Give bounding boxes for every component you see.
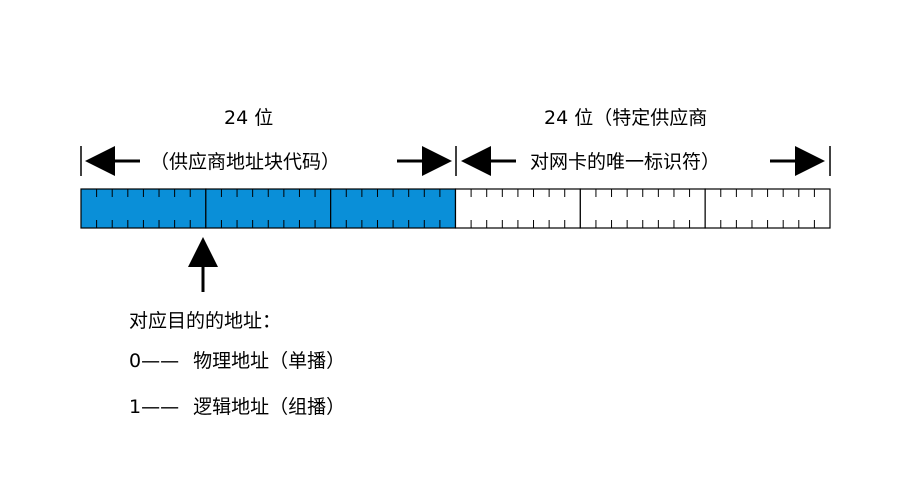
legend-item-multicast: 1—— 逻辑地址（组播） [129, 398, 345, 417]
address-bit-bar [80, 188, 831, 229]
right-span-description: 对网卡的唯一标识符） [530, 151, 720, 173]
legend-dash: —— [141, 396, 180, 418]
legend-text: 物理地址（单播） [193, 350, 346, 372]
legend-text: 逻辑地址（组播） [193, 396, 346, 418]
legend-code: 1 [129, 396, 142, 418]
legend-title: 对应目的的地址： [129, 310, 282, 332]
left-span-description: （供应商地址块代码） [150, 151, 340, 173]
legend-dash: —— [141, 350, 180, 372]
legend-code: 0 [129, 350, 142, 372]
right-bits-label: 24 位（特定供应商 [544, 107, 707, 129]
left-bits-label: 24 位 [224, 107, 273, 129]
legend-item-unicast: 0—— 物理地址（单播） [129, 352, 345, 371]
